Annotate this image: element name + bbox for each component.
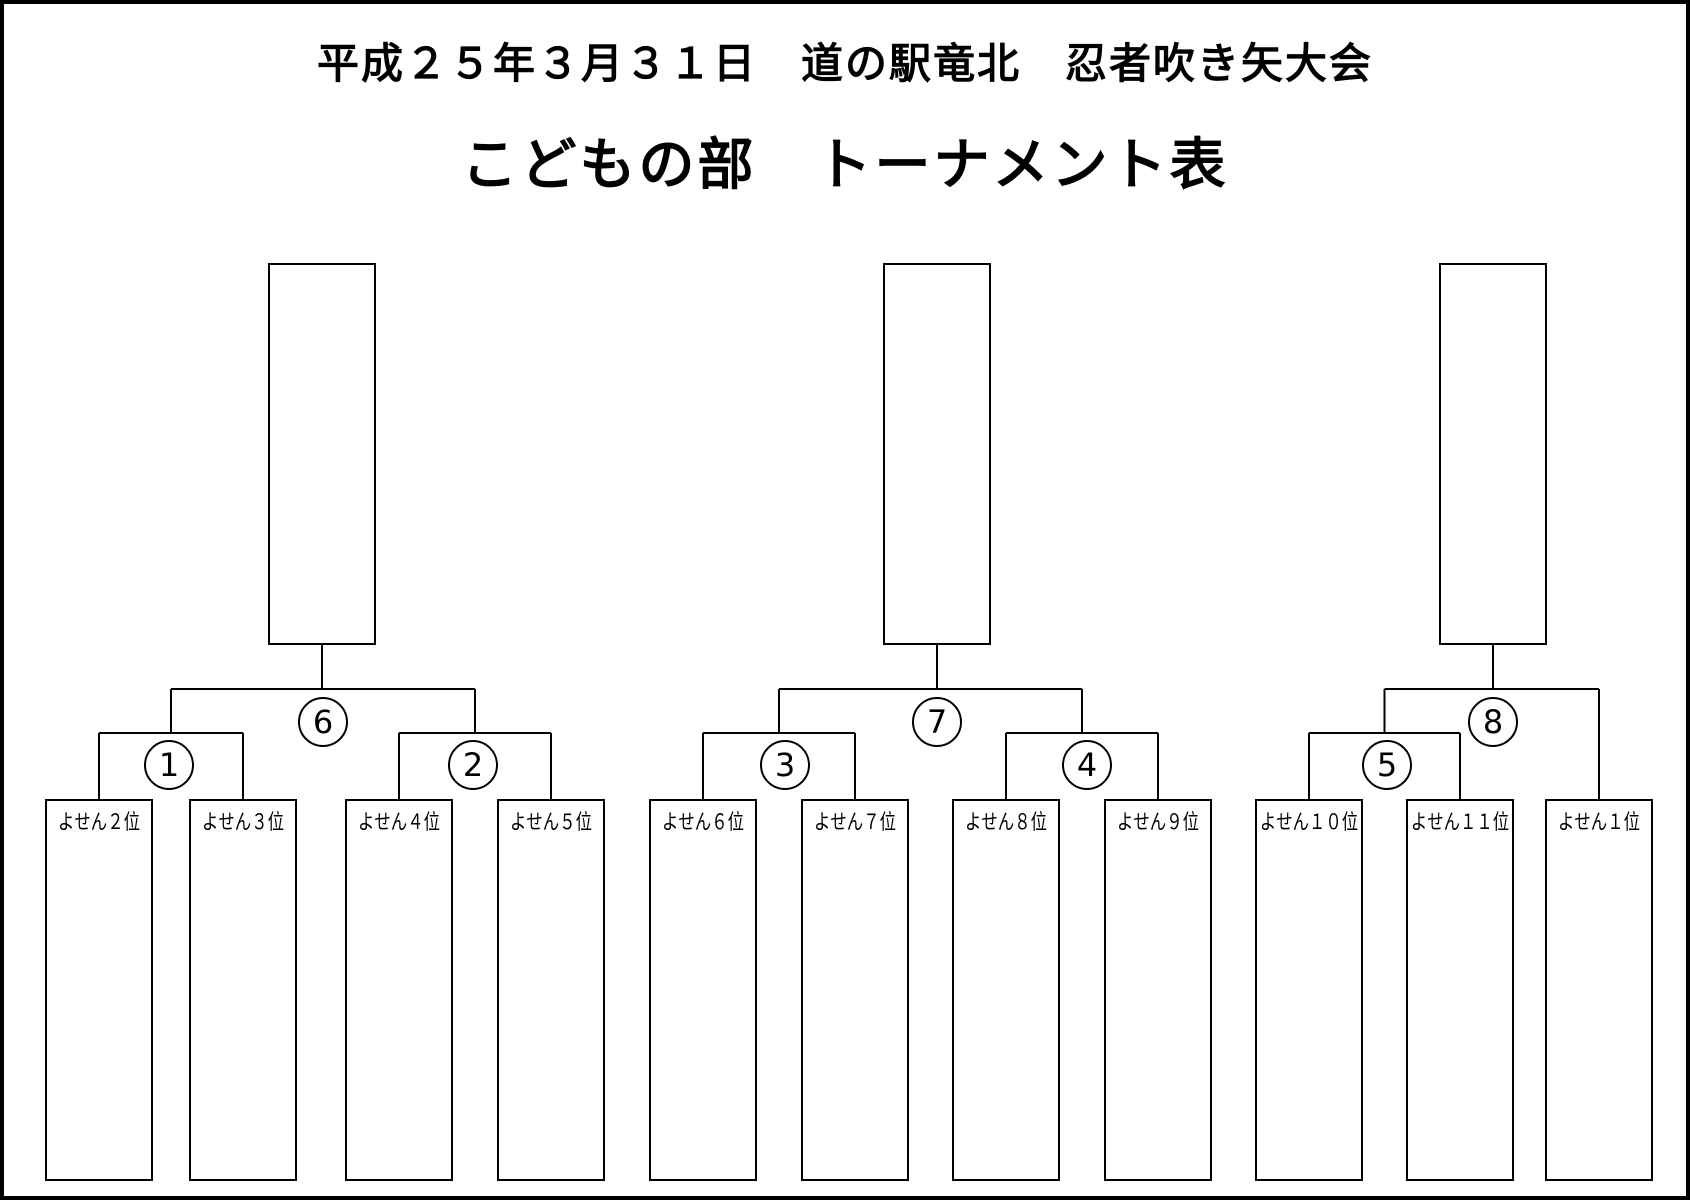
match-number-m5: 5: [1362, 740, 1412, 790]
entry-box-e9: [1255, 799, 1363, 1181]
entry-box-e7: [952, 799, 1060, 1181]
entry-label-e11: よせん１位: [1558, 810, 1640, 834]
entry-box-e3: [345, 799, 453, 1181]
match-number-m7: 7: [912, 697, 962, 747]
entry-box-e10: [1406, 799, 1514, 1181]
entry-label-e3: よせん４位: [358, 810, 440, 834]
winner-box-w2: [883, 263, 991, 645]
entry-label-e1: よせん２位: [58, 810, 140, 834]
entry-label-e6: よせん７位: [814, 810, 896, 834]
match-number-m3: 3: [760, 740, 810, 790]
entry-label-e8: よせん９位: [1117, 810, 1199, 834]
entry-label-e2: よせん３位: [202, 810, 284, 834]
match-number-m1: 1: [144, 740, 194, 790]
entry-box-e6: [801, 799, 909, 1181]
match-number-m2: 2: [448, 740, 498, 790]
match-number-m6: 6: [298, 697, 348, 747]
entry-label-e4: よせん５位: [510, 810, 592, 834]
entry-label-e7: よせん８位: [965, 810, 1047, 834]
match-number-m4: 4: [1062, 740, 1112, 790]
entry-box-e8: [1104, 799, 1212, 1181]
winner-box-w1: [268, 263, 376, 645]
bracket-subtitle: こどもの部 トーナメント表: [461, 133, 1229, 198]
entry-box-e1: [45, 799, 153, 1181]
entry-box-e2: [189, 799, 297, 1181]
entry-box-e5: [649, 799, 757, 1181]
match-number-m8: 8: [1468, 697, 1518, 747]
entry-box-e4: [497, 799, 605, 1181]
entry-box-e11: [1545, 799, 1653, 1181]
winner-box-w3: [1439, 263, 1547, 645]
entry-label-e9: よせん１０位: [1259, 810, 1359, 834]
entry-label-e10: よせん１１位: [1410, 810, 1510, 834]
entry-label-e5: よせん６位: [662, 810, 744, 834]
event-title: 平成２５年３月３１日 道の駅竜北 忍者吹き矢大会: [316, 39, 1373, 88]
